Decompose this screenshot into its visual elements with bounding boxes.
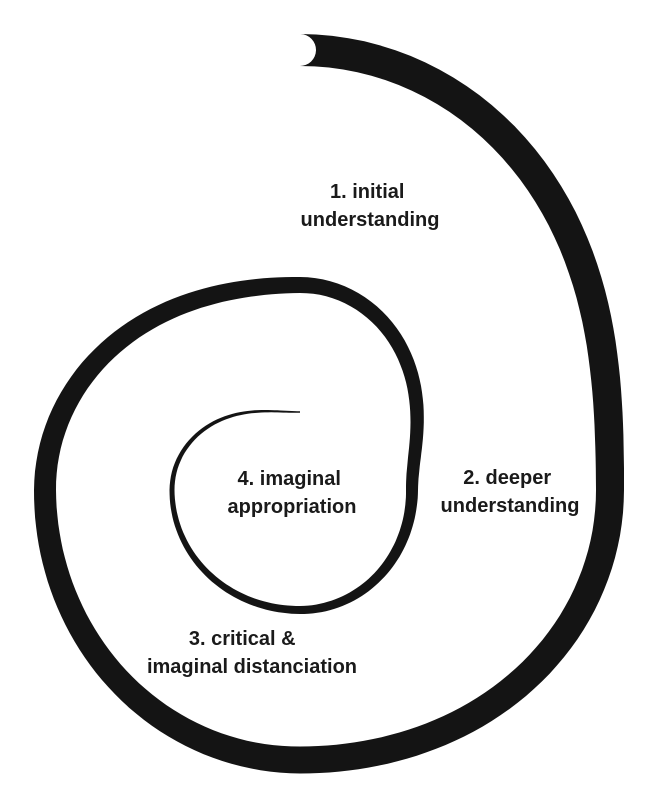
stage-3-line-2: imaginal distanciation — [147, 656, 357, 678]
stage-4-line-1: 4. imaginal — [238, 468, 341, 490]
stage-2-line-2: understanding — [441, 495, 580, 517]
stage-1-line-2: understanding — [301, 209, 440, 231]
stage-1-line-1: 1. initial — [330, 181, 404, 203]
stage-1-label: 1. initial understanding — [301, 181, 440, 231]
stage-2-label: 2. deeper understanding — [441, 467, 580, 517]
stage-3-line-1: 3. critical & — [189, 628, 296, 650]
stage-4-label: 4. imaginal appropriation — [228, 468, 357, 518]
stage-4-line-2: appropriation — [228, 496, 357, 518]
stage-3-label: 3. critical & imaginal distanciation — [147, 628, 357, 678]
stage-2-line-1: 2. deeper — [463, 467, 551, 489]
